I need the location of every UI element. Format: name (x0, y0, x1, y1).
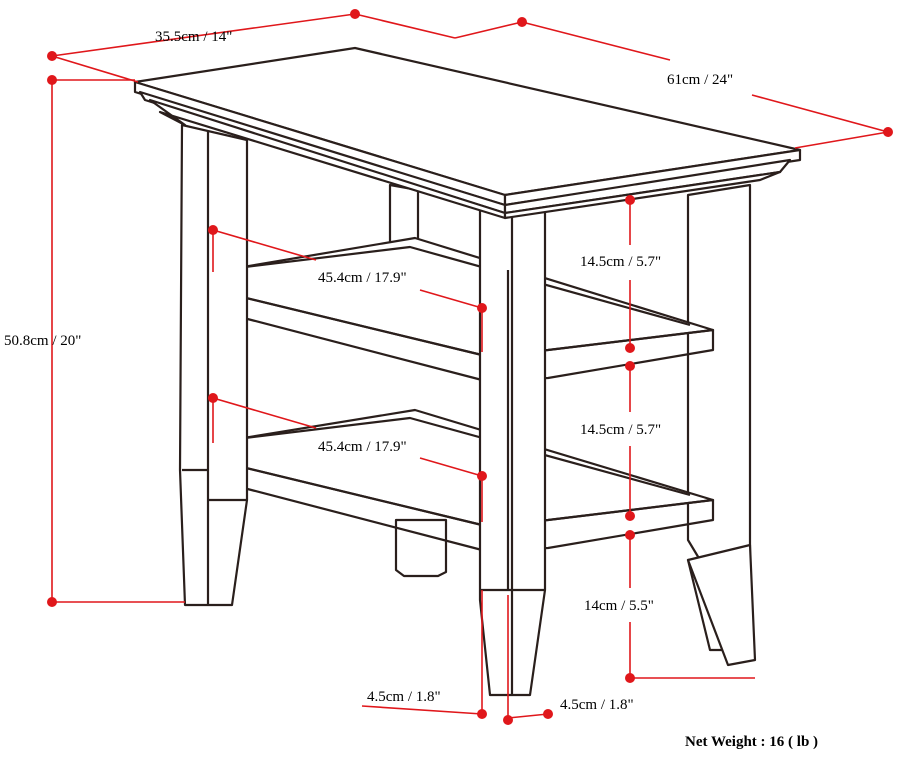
back-left-leg (388, 183, 448, 578)
front-left-leg (178, 123, 249, 607)
upper-gap-label: 14.5cm / 5.7" (580, 254, 661, 270)
upper-shelf-depth-label: 45.4cm / 17.9" (318, 270, 407, 286)
leg-depth-label: 4.5cm / 1.8" (560, 697, 634, 713)
top-depth-label: 61cm / 24" (667, 72, 733, 88)
lower-shelf (211, 408, 715, 552)
total-height-label: 50.8cm / 20" (4, 333, 81, 349)
lower-shelf-depth-label: 45.4cm / 17.9" (318, 439, 407, 455)
net-weight-label: Net Weight : 16 ( lb ) (685, 734, 818, 750)
leg-width-label: 4.5cm / 1.8" (367, 689, 441, 705)
front-right-leg (478, 203, 547, 697)
dimension-lines (47, 9, 893, 725)
table-top (133, 46, 802, 220)
top-width-label: 35.5cm / 14" (155, 29, 232, 45)
side-table (133, 46, 802, 697)
dimension-labels: 35.5cm / 14" 61cm / 24" 50.8cm / 20" 45.… (4, 29, 818, 750)
middle-gap-label: 14.5cm / 5.7" (580, 422, 661, 438)
back-right-leg (686, 183, 757, 667)
floor-clearance-label: 14cm / 5.5" (584, 598, 654, 614)
